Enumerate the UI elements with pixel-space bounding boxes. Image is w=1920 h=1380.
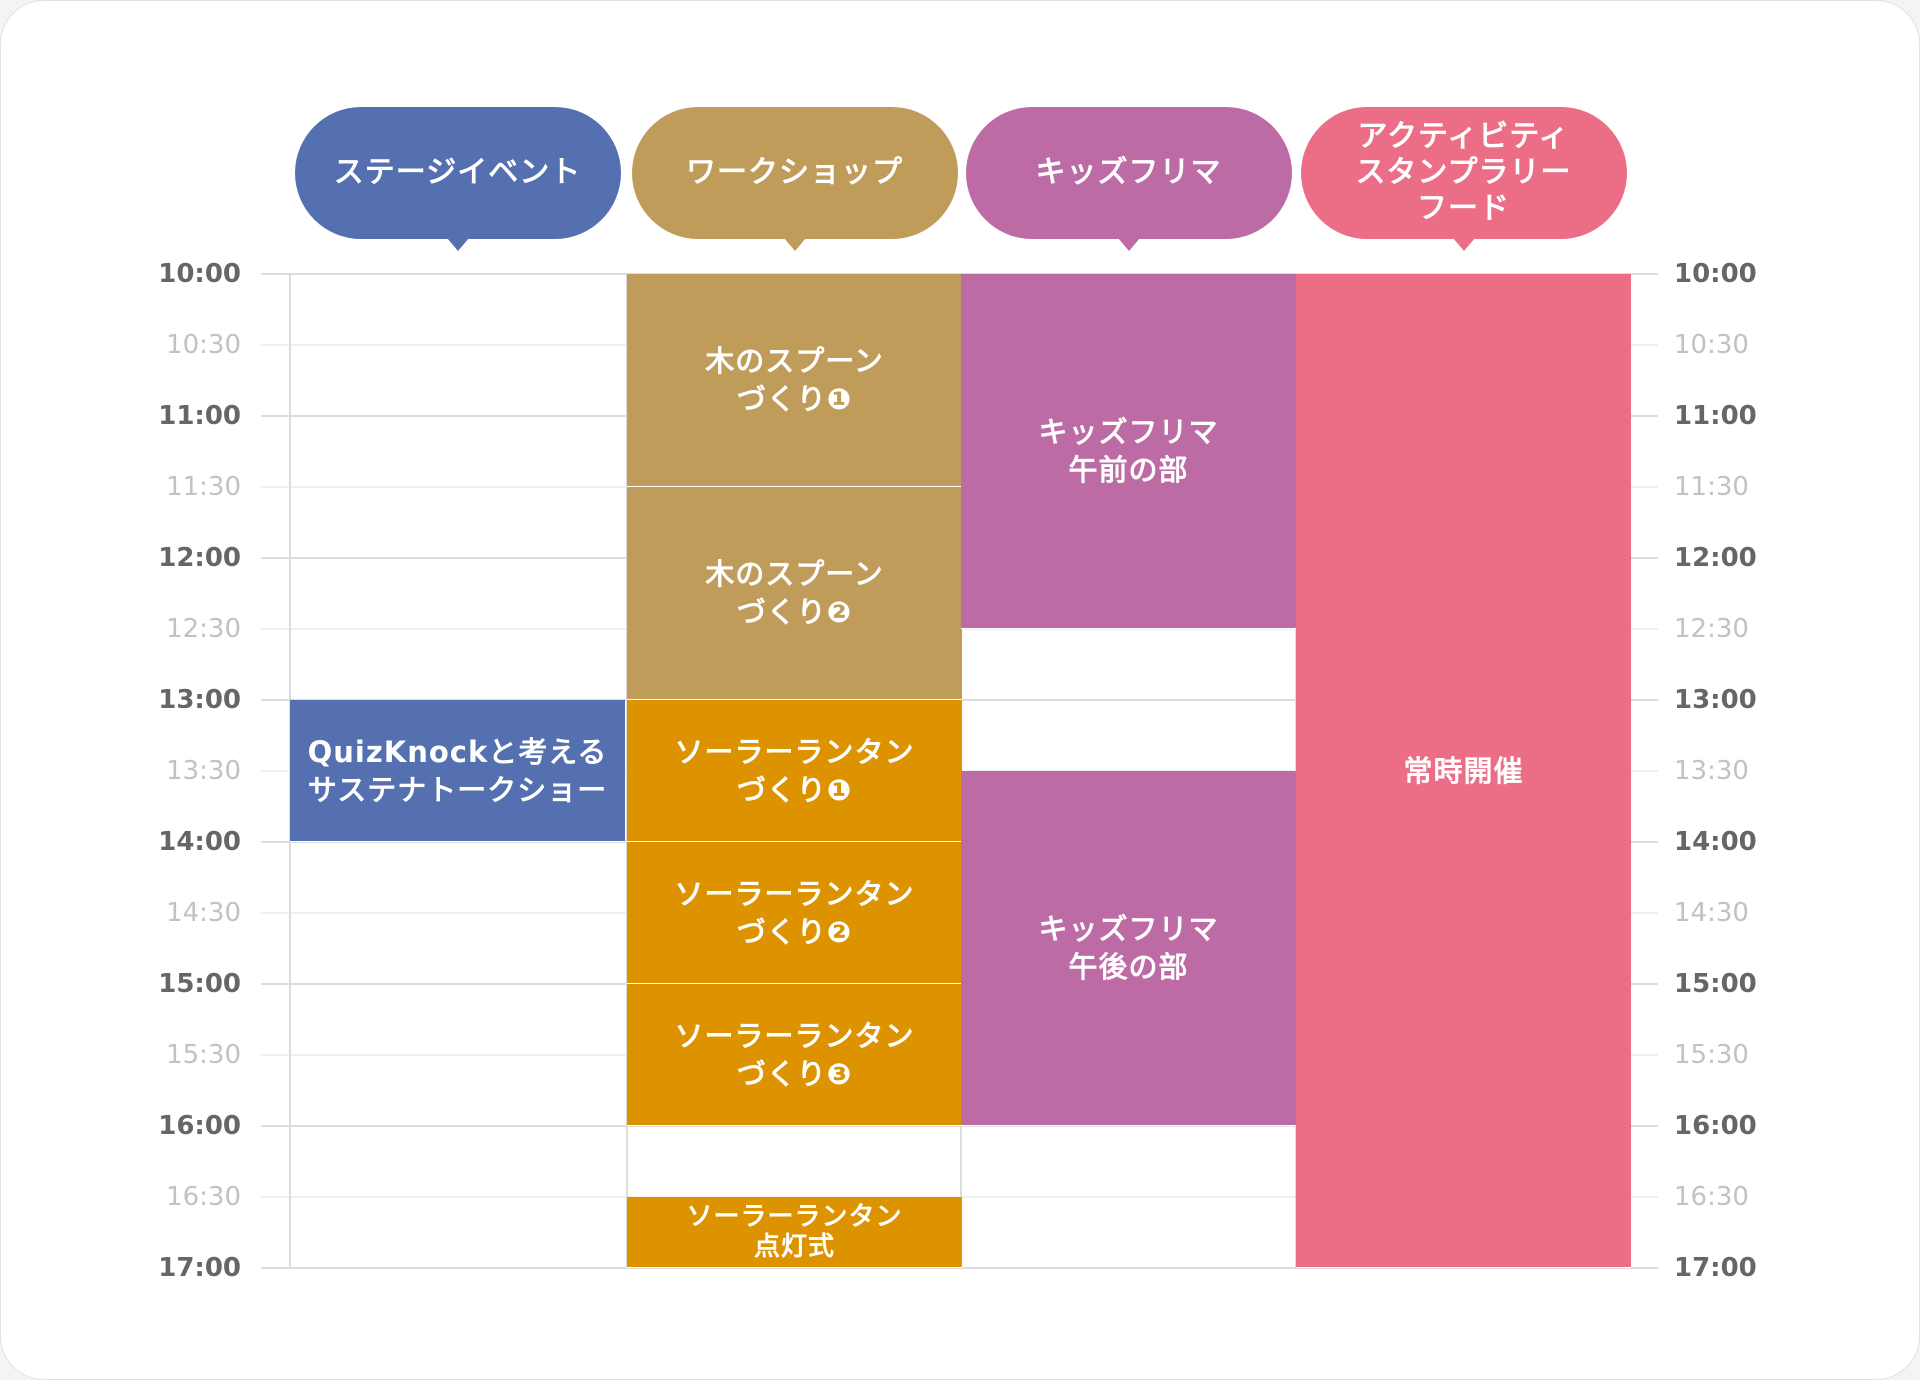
time-label-right: 15:00 bbox=[1674, 969, 1757, 999]
time-label-right: 14:00 bbox=[1674, 827, 1757, 857]
grid-line bbox=[261, 1125, 1658, 1127]
event-title: ソーラーランタン づくり❷ bbox=[674, 876, 915, 949]
time-label-left: 10:00 bbox=[158, 259, 241, 289]
time-label-right: 12:30 bbox=[1674, 614, 1749, 644]
time-label-right: 14:30 bbox=[1674, 898, 1749, 928]
event-title: 木のスプーン づくり❷ bbox=[705, 557, 884, 629]
event-title: ソーラーランタン づくり❸ bbox=[674, 1018, 915, 1091]
event-title: ソーラーランタン づくり❶ bbox=[674, 734, 915, 807]
pointer-triangle-icon bbox=[446, 238, 469, 251]
column-header-2: キッズフリマ bbox=[965, 107, 1292, 251]
column-header-label: アクティビティ スタンプラリー フード bbox=[1355, 119, 1572, 226]
time-label-left: 10:30 bbox=[166, 330, 241, 360]
event-block[interactable]: ソーラーランタン づくり❸ bbox=[627, 984, 962, 1126]
time-label-left: 12:30 bbox=[166, 614, 241, 644]
time-label-right: 10:00 bbox=[1674, 259, 1757, 289]
event-title: キッズフリマ 午後の部 bbox=[1038, 912, 1219, 984]
event-block[interactable]: 木のスプーン づくり❶ bbox=[627, 274, 962, 487]
grid-line bbox=[261, 1267, 1658, 1269]
event-block[interactable]: キッズフリマ 午後の部 bbox=[961, 771, 1296, 1126]
event-block[interactable]: QuizKnockと考える サステナトークショー bbox=[290, 700, 625, 842]
time-label-right: 11:30 bbox=[1674, 472, 1749, 502]
time-label-right: 13:30 bbox=[1674, 756, 1749, 786]
event-title: ソーラーランタン 点灯式 bbox=[686, 1202, 903, 1262]
time-label-right: 16:30 bbox=[1674, 1182, 1749, 1212]
event-title: 木のスプーン づくり❶ bbox=[705, 344, 884, 416]
event-block[interactable]: ソーラーランタン 点灯式 bbox=[627, 1197, 962, 1268]
time-label-left: 11:00 bbox=[158, 401, 241, 431]
column-header-label: キッズフリマ bbox=[1035, 155, 1222, 190]
time-label-right: 12:00 bbox=[1674, 543, 1757, 573]
event-block[interactable]: 木のスプーン づくり❷ bbox=[627, 487, 962, 700]
time-label-left: 13:30 bbox=[166, 756, 241, 786]
time-label-left: 15:30 bbox=[166, 1040, 241, 1070]
time-label-left: 14:30 bbox=[166, 898, 241, 928]
time-label-left: 11:30 bbox=[166, 472, 241, 502]
time-label-right: 15:30 bbox=[1674, 1040, 1749, 1070]
time-label-right: 17:00 bbox=[1674, 1253, 1757, 1283]
time-label-right: 16:00 bbox=[1674, 1111, 1757, 1141]
pointer-triangle-icon bbox=[1117, 238, 1140, 251]
time-label-left: 16:30 bbox=[166, 1182, 241, 1212]
time-label-left: 13:00 bbox=[158, 685, 241, 715]
event-block[interactable]: キッズフリマ 午前の部 bbox=[961, 274, 1296, 629]
time-label-left: 12:00 bbox=[158, 543, 241, 573]
column-header-3: アクティビティ スタンプラリー フード bbox=[1300, 107, 1627, 251]
pointer-triangle-icon bbox=[783, 238, 806, 251]
time-label-left: 15:00 bbox=[158, 969, 241, 999]
time-label-left: 14:00 bbox=[158, 827, 241, 857]
column-header-label: ステージイベント bbox=[333, 155, 582, 190]
event-title: QuizKnockと考える サステナトークショー bbox=[307, 734, 608, 807]
column-header-0: ステージイベント bbox=[294, 107, 621, 251]
event-title: 常時開催 bbox=[1403, 753, 1524, 788]
time-label-right: 13:00 bbox=[1674, 685, 1757, 715]
time-label-left: 17:00 bbox=[158, 1253, 241, 1283]
event-block[interactable]: ソーラーランタン づくり❶ bbox=[627, 700, 962, 842]
time-label-right: 10:30 bbox=[1674, 330, 1749, 360]
event-block[interactable]: 常時開催 bbox=[1296, 274, 1631, 1268]
event-title: キッズフリマ 午前の部 bbox=[1038, 415, 1219, 487]
column-header-label: ワークショップ bbox=[686, 155, 903, 190]
time-label-right: 11:00 bbox=[1674, 401, 1757, 431]
column-header-1: ワークショップ bbox=[631, 107, 958, 251]
time-label-left: 16:00 bbox=[158, 1111, 241, 1141]
pointer-triangle-icon bbox=[1452, 238, 1475, 251]
event-block[interactable]: ソーラーランタン づくり❷ bbox=[627, 842, 962, 984]
